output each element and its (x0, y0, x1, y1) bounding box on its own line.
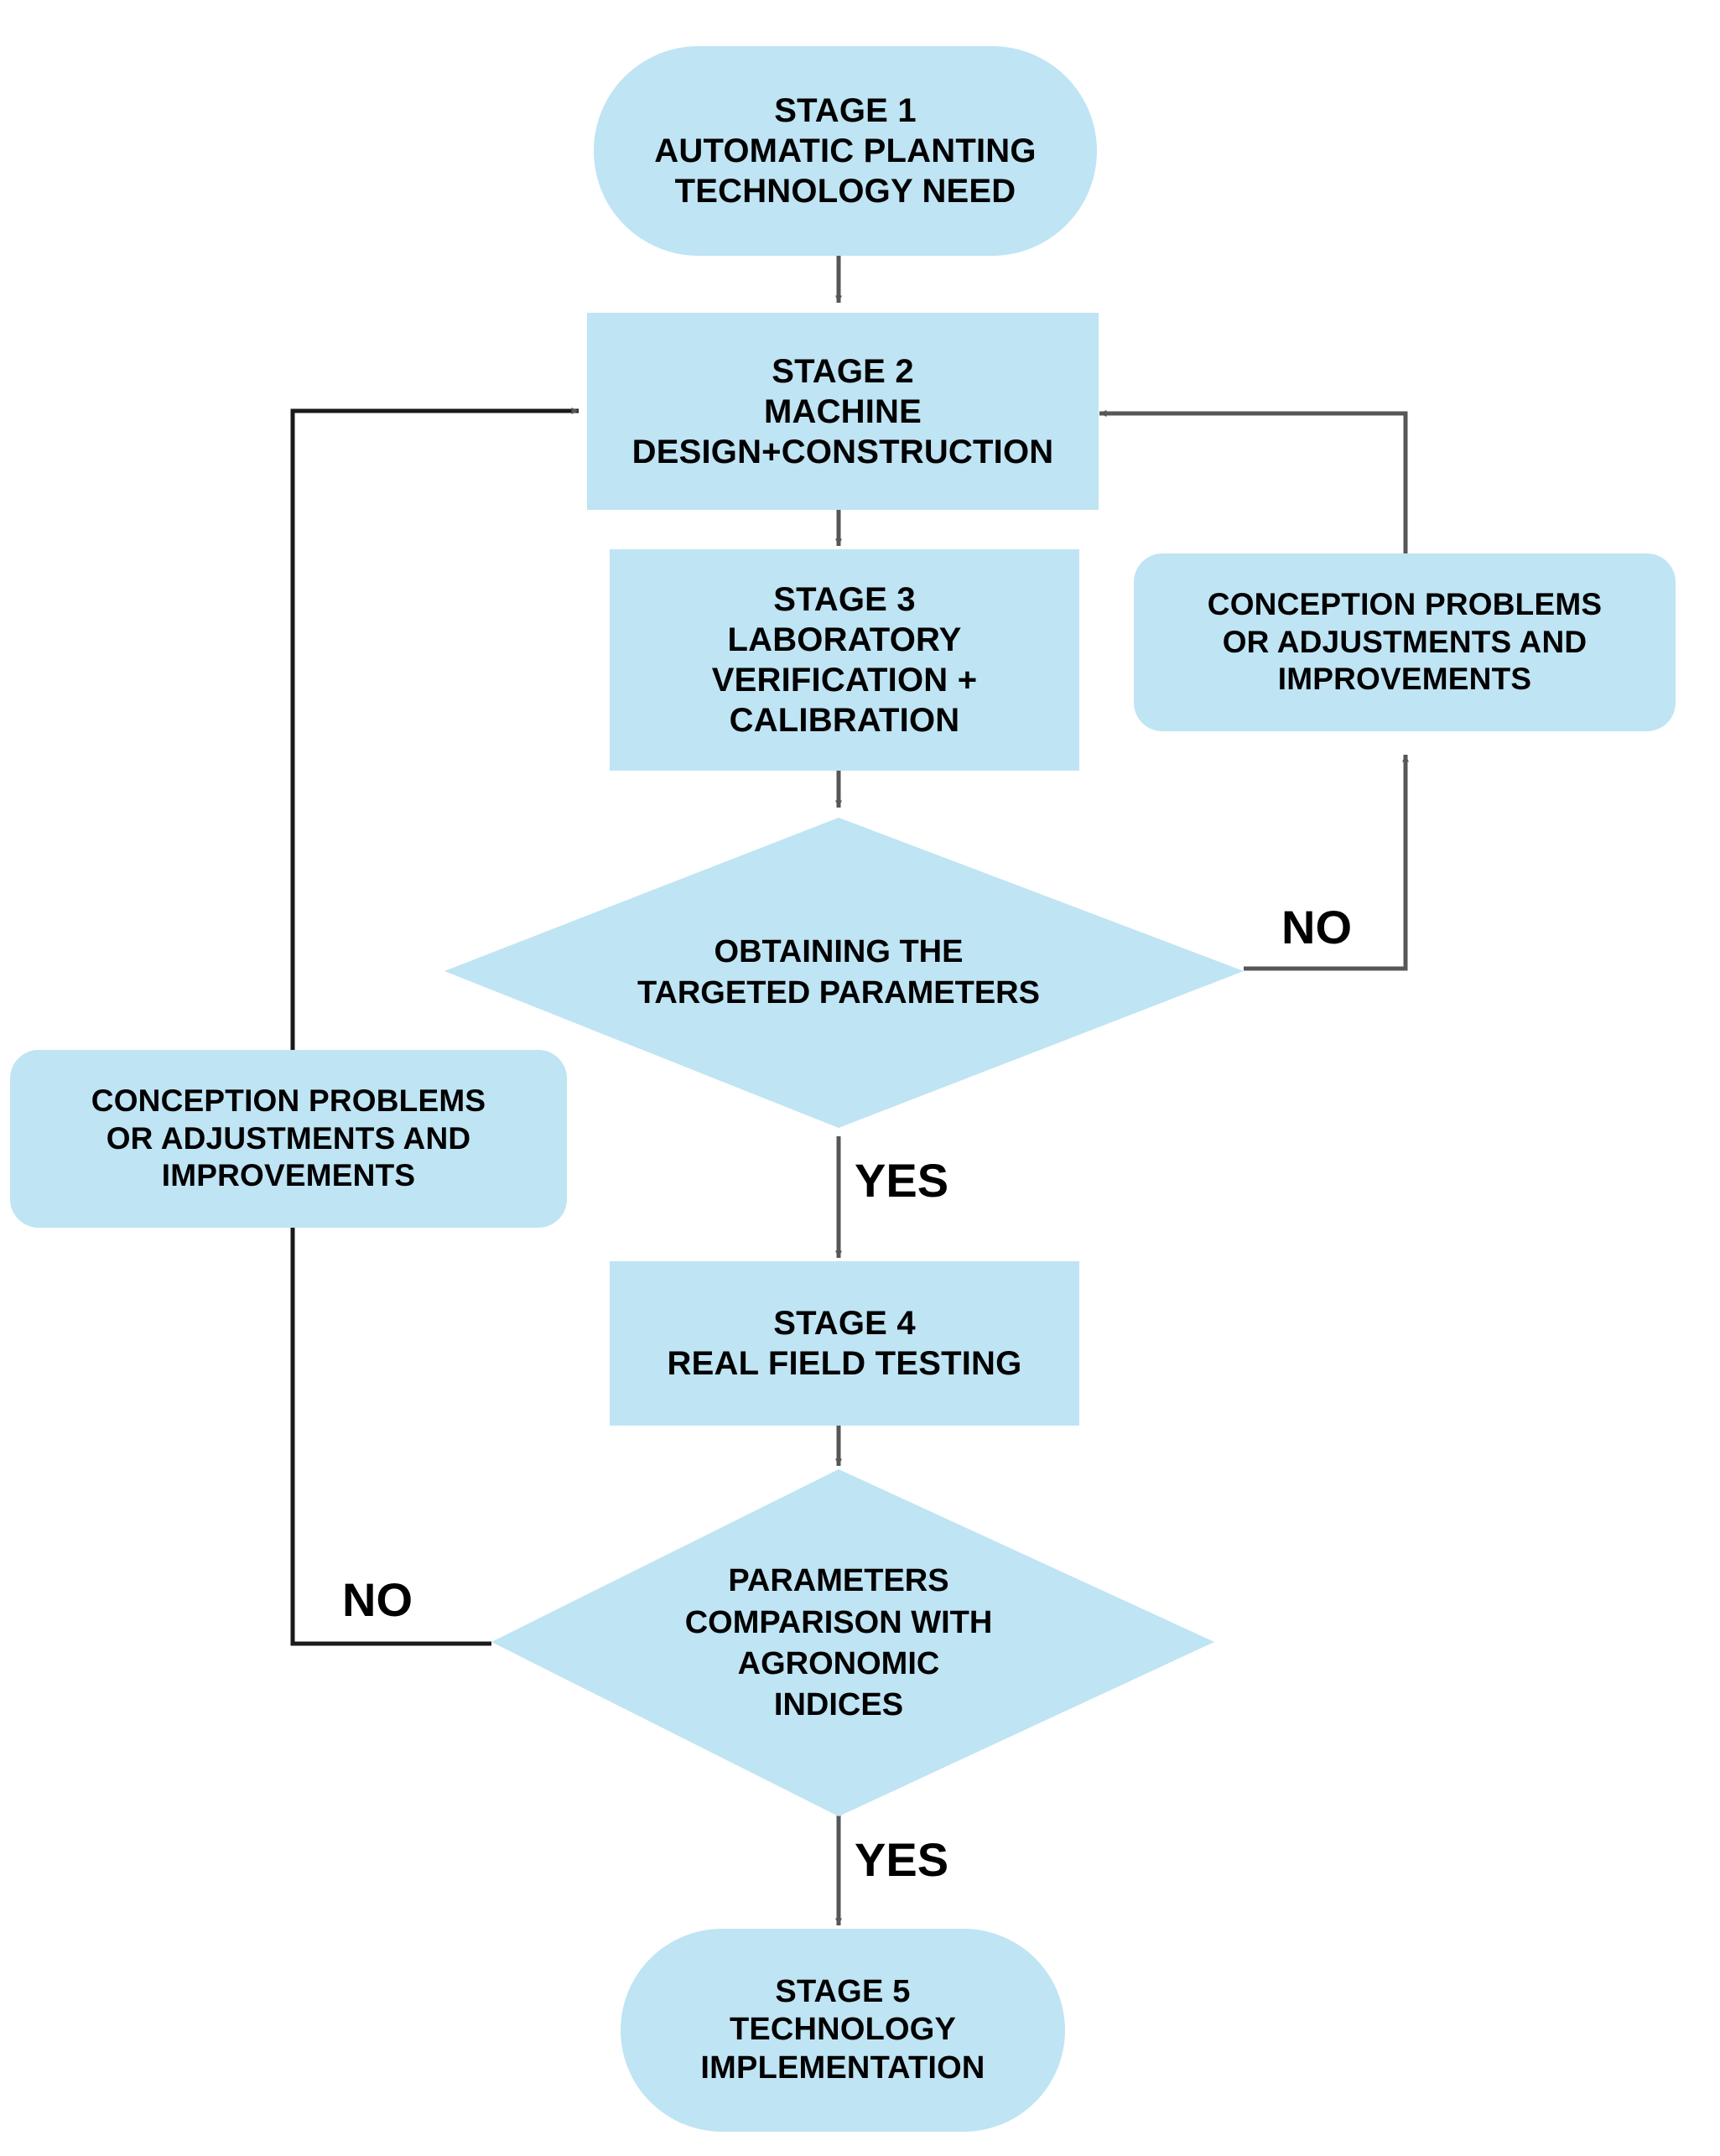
decision2-line-2: COMPARISON WITH (684, 1604, 993, 1640)
edge-label-decision2-no: NO (342, 1573, 413, 1626)
node-stage5[interactable]: STAGE 5 TECHNOLOGY IMPLEMENTATION (621, 1929, 1065, 2132)
stage2-line-3: DESIGN+CONSTRUCTION (631, 433, 1054, 470)
node-stage2[interactable]: STAGE 2 MACHINE DESIGN+CONSTRUCTION (587, 313, 1099, 510)
stage1-line-1: STAGE 1 (774, 92, 917, 129)
conception-right-line-1: CONCEPTION PROBLEMS (1207, 587, 1603, 622)
node-conception-right[interactable]: CONCEPTION PROBLEMS OR ADJUSTMENTS AND I… (1134, 553, 1676, 731)
stage1-line-3: TECHNOLOGY NEED (674, 173, 1016, 210)
conception-right-line-3: IMPROVEMENTS (1277, 662, 1532, 697)
node-stage4[interactable]: STAGE 4 REAL FIELD TESTING (610, 1261, 1079, 1426)
node-conception-left[interactable]: CONCEPTION PROBLEMS OR ADJUSTMENTS AND I… (10, 1050, 567, 1228)
stage4-line-2: REAL FIELD TESTING (667, 1345, 1022, 1382)
stage3-line-2: LABORATORY (727, 621, 962, 658)
stage3-line-3: VERIFICATION + (711, 662, 978, 699)
conception-right-line-2: OR ADJUSTMENTS AND (1222, 624, 1587, 659)
edge-label-decision1-no: NO (1281, 901, 1352, 953)
stage5-line-2: TECHNOLOGY (729, 2012, 957, 2048)
edge-conception-right-to-stage2 (1099, 410, 1408, 564)
decision1-line-2: TARGETED PARAMETERS (637, 975, 1040, 1010)
stage2-line-1: STAGE 2 (772, 352, 914, 390)
node-decision1-label[interactable]: OBTAINING THE TARGETED PARAMETERS (537, 918, 1141, 1027)
decision2-shape (491, 1469, 1214, 1816)
stage2-line-2: MACHINE (763, 392, 922, 430)
conception-left-line-3: IMPROVEMENTS (161, 1158, 416, 1193)
stage3-line-1: STAGE 3 (773, 581, 916, 618)
stage3-line-4: CALIBRATION (729, 702, 960, 739)
edge-decision2-no-to-stage2 (290, 408, 579, 1646)
stage5-line-3: IMPLEMENTATION (700, 2049, 985, 2086)
decision1-line-1: OBTAINING THE (714, 933, 964, 969)
edge-label-decision2-yes: YES (855, 1833, 949, 1886)
stage1-line-2: AUTOMATIC PLANTING (654, 132, 1037, 169)
node-decision2-label[interactable]: PARAMETERS COMPARISON WITH AGRONOMIC IND… (553, 1535, 1124, 1753)
conception-left-line-1: CONCEPTION PROBLEMS (91, 1083, 486, 1119)
node-stage1[interactable]: STAGE 1 AUTOMATIC PLANTING TECHNOLOGY NE… (594, 46, 1097, 256)
decision2-line-4: INDICES (773, 1687, 904, 1723)
decision2-line-3: AGRONOMIC (737, 1646, 940, 1681)
decision2-line-1: PARAMETERS (728, 1563, 949, 1599)
conception-left-line-2: OR ADJUSTMENTS AND (106, 1120, 471, 1156)
edge-decision1-no-to-conception-right (1244, 754, 1409, 971)
node-stage3[interactable]: STAGE 3 LABORATORY VERIFICATION + CALIBR… (610, 549, 1079, 771)
stage4-line-1: STAGE 4 (773, 1305, 916, 1342)
decision1-shape (444, 818, 1244, 1128)
stage5-line-1: STAGE 5 (775, 1973, 911, 2009)
edge-label-decision1-yes: YES (855, 1154, 949, 1207)
